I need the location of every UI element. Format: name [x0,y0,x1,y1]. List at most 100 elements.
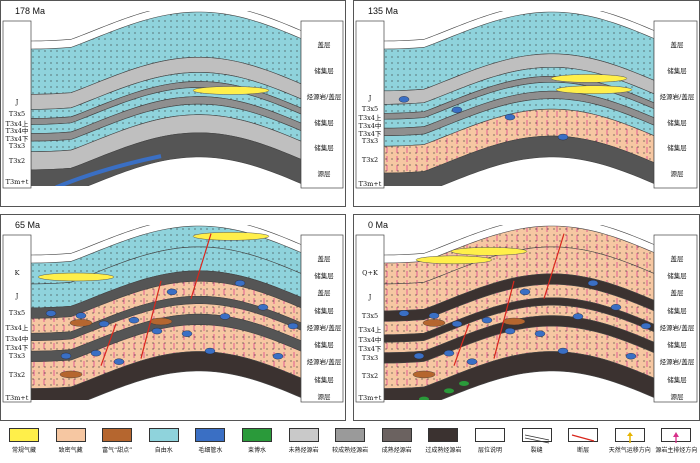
layer-label: T3x2 [8,371,26,380]
role-label: 盖层 [670,289,684,298]
capillary-water-blob [610,304,622,311]
legend-label: 断层 [577,447,590,454]
sweet-spot-swatch [102,428,133,442]
capillary-water-band [55,154,162,186]
capillary-water-blob [398,96,410,103]
role-label: 盖层 [317,255,331,263]
layer-label: J [15,291,19,300]
layer-label: T3x4下 [358,345,382,354]
role-label: 储集层 [314,306,334,315]
layer-label: T3x3 [361,136,379,145]
fault-swatch [568,428,599,442]
capillary-water-blob [466,358,478,365]
legend-label: 成熟烃源岩 [381,447,412,454]
role-label: 烃源岩/盖层 [306,358,342,367]
layer-label: T3x4上 [358,326,382,335]
fracture-swatch [521,428,552,444]
gas-reservoir [192,232,270,241]
fault-line [140,280,162,359]
gas-reservoir [550,74,628,83]
layer-label: T3m+t [5,177,29,186]
role-label: 烃源岩/盖层 [306,323,342,332]
role-label: 储集层 [667,272,687,281]
role-label: 储集层 [667,306,687,315]
legend-item: 源岩主排烃方向 [652,428,700,454]
role-label: 烃源岩/盖层 [659,92,695,101]
role-label: 源层 [670,392,684,401]
mature-source-swatch [381,428,412,442]
fault-line [543,233,565,299]
legend-label: 裂缝 [530,447,543,454]
layer-label: T3x4中 [5,334,29,343]
gas-reservoir [192,86,270,95]
layer-label: T3x4上 [5,323,29,332]
strata-svg [2,225,344,403]
sweet-spot [149,317,173,326]
capillary-water-blob [587,279,599,287]
legend-label: 较成熟烃源岩 [332,447,369,454]
legend-label: 致密气藏 [58,447,83,454]
panel-title: 135 Ma [368,6,399,16]
capillary-water-blob [481,316,493,324]
layer-label: Q+K [362,269,378,278]
legend-item: 富气“甜点” [93,428,141,454]
legend-label: 束博水 [247,447,266,454]
legend-label: 未熟烃源岩 [288,447,319,454]
layer-label: T3x4中 [5,127,29,136]
legend-item: 束博水 [233,428,281,454]
layer-label: T3x4上 [5,119,29,128]
layer-vdark [31,351,301,400]
role-label: 储集层 [667,375,687,384]
capillary-water-swatch [195,428,226,442]
layer-label: K [14,269,20,278]
capillary-water-blob [128,316,140,324]
layer-label: J [368,293,372,302]
layer-label: T3m+t [358,179,382,188]
capillary-water-blob [257,304,269,311]
legend-item: 较成熟烃源岩 [326,428,374,454]
capillary-water-blob [272,353,284,360]
role-label: 储集层 [667,144,687,153]
fault-line [453,323,470,366]
sweet-spot [412,370,436,379]
legend-item: 常规气藏 [0,428,48,454]
layer-label: T3m+t [358,394,382,403]
role-label: 储集层 [314,341,334,350]
capillary-water-blob [557,133,569,141]
capillary-water-blob [625,353,637,360]
sweet-spot [69,319,93,327]
strata-svg [2,11,344,189]
gas-reservoir [555,85,633,94]
fault-line [493,280,515,359]
layer-label: T3x5 [361,312,379,321]
capillary-water-blob [287,322,299,330]
layer-label: T3x5 [361,104,379,113]
strata-svg [355,11,698,189]
capillary-water-blob [504,327,516,335]
capillary-water-blob [45,310,57,317]
legend-item: 层位说明 [466,428,514,454]
legend-label: 过成熟烃源岩 [425,447,462,454]
legend-label: 天然气运移方向 [608,447,651,454]
role-label: 储集层 [314,144,334,153]
strata-svg [355,225,698,403]
capillary-water-blob [90,349,102,357]
legend-label: 层位说明 [477,447,502,454]
legend-label: 常规气藏 [11,447,36,454]
layer-label: T3x2 [8,156,26,165]
role-label: 储集层 [667,341,687,350]
sweet-spot [422,319,446,327]
capillary-water-blob [113,358,125,365]
legend-item: 断层 [559,428,607,454]
layer-label: J [368,93,372,102]
fault-line [190,233,212,299]
role-label: 源层 [317,170,331,179]
legend-label: 源岩主排烃方向 [655,447,698,454]
capillary-water-blob [428,312,440,319]
legend-item: 裂缝 [513,428,561,454]
capillary-water-blob [443,349,455,357]
